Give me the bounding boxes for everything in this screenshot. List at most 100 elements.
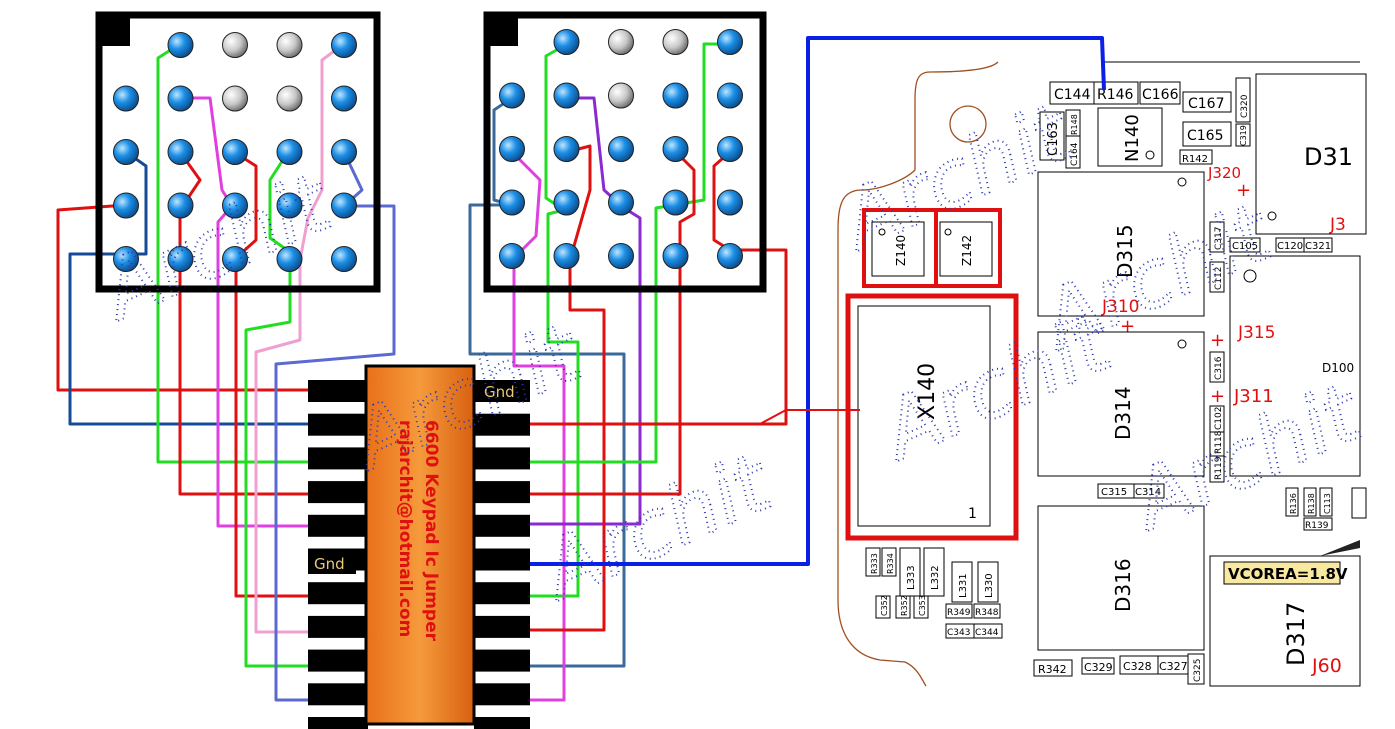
wire-red (233, 150, 316, 598)
component-label: C327 (1159, 660, 1188, 673)
component-label: C113 (1323, 493, 1332, 514)
ic-pin (474, 649, 530, 672)
bga-pad (662, 243, 689, 269)
ic-email: rajarchit@hotmail.com (395, 420, 415, 637)
component-box (923, 547, 945, 597)
component-box (1235, 123, 1251, 147)
component-label: X140 (915, 363, 940, 420)
component-box (1209, 351, 1225, 383)
bga-pad (331, 192, 357, 219)
bga-pad (608, 189, 634, 216)
pcb-layout (837, 61, 999, 687)
component-box (875, 595, 891, 619)
bga-pad (113, 246, 139, 272)
component-box (1229, 255, 1361, 477)
component-box (1139, 81, 1181, 105)
component-label: C321 (1305, 241, 1331, 252)
component-label: D314 (1111, 386, 1135, 440)
ic-pin (474, 683, 530, 706)
component-box (1255, 73, 1367, 235)
ic-pin (308, 717, 368, 729)
ic-pin (474, 582, 530, 605)
component-label: R334 (886, 553, 895, 574)
component-label: C314 (1135, 487, 1161, 498)
component-box (1209, 221, 1225, 253)
component-box (1037, 331, 1205, 477)
ic-pin (308, 615, 368, 638)
ic-pin (474, 481, 530, 504)
component-label: L330 (984, 573, 995, 598)
component-label: 1 (968, 506, 977, 522)
bga-pad (553, 29, 580, 55)
bga-pad (167, 32, 194, 58)
component-box (1182, 121, 1232, 147)
ic-pin (474, 447, 530, 470)
component-label: C112 (1214, 267, 1224, 290)
component-box (1037, 171, 1205, 317)
ic-pin (474, 717, 530, 729)
component-label: C316 (1214, 356, 1224, 380)
component-box (1303, 487, 1317, 517)
component-label: R118 (1214, 430, 1224, 454)
component-label: C120 (1277, 241, 1303, 252)
component-label: C320 (1240, 94, 1250, 118)
bga-pad (662, 189, 689, 216)
keypad-ic-footprint-left (95, 11, 381, 293)
bga-pad (553, 243, 580, 269)
component-label: L332 (930, 565, 941, 590)
bga-pad-unused (608, 82, 634, 109)
bga-pad (222, 246, 248, 272)
component-box (1209, 455, 1225, 483)
component-box (857, 305, 991, 527)
component-box (973, 603, 1001, 619)
watermark-text: Archit (85, 155, 345, 339)
component-label: C353 (918, 595, 927, 616)
bga-pad (113, 139, 139, 165)
component-box (895, 595, 911, 619)
component-label: R146 (1097, 87, 1134, 103)
component-label: Z142 (960, 235, 974, 266)
component-box (913, 595, 929, 619)
component-box (1187, 653, 1205, 685)
bga-pad-unused (222, 85, 248, 112)
component-label: R142 (1182, 154, 1208, 165)
component-box (1037, 505, 1205, 651)
component-label: R352 (900, 595, 909, 616)
component-label: C167 (1188, 96, 1225, 112)
component-box (1182, 91, 1232, 113)
bga-pad-unused (276, 85, 303, 112)
bga-pad (113, 192, 139, 219)
component-box (881, 547, 897, 577)
bga-pad (717, 189, 743, 216)
component-label: J3 (1329, 215, 1346, 235)
bga-pad (222, 139, 248, 165)
component-box (945, 603, 973, 619)
ic-pin (474, 548, 530, 571)
wire-red (530, 150, 696, 496)
component-label: J311 (1233, 386, 1274, 407)
ic-pin (308, 481, 368, 504)
ic-pin (308, 649, 368, 672)
bga-pad-unused (608, 29, 634, 55)
component-label: C344 (975, 628, 999, 638)
ic-pin (308, 683, 368, 706)
svg-text:+: + (1236, 180, 1251, 201)
ic-pin (308, 514, 368, 537)
jumper-wires (56, 36, 1106, 702)
wire-red (530, 409, 860, 425)
component-box (1097, 107, 1163, 167)
bga-pad-unused (662, 29, 689, 55)
wire-green (530, 42, 580, 598)
component-label: C343 (947, 628, 970, 638)
component-label: N140 (1122, 114, 1143, 162)
bga-pad (167, 85, 194, 112)
component-label: C315 (1101, 487, 1127, 498)
component-label: J320 (1207, 164, 1241, 182)
bga-pad (276, 192, 303, 219)
gnd-label-right: Gnd (484, 383, 515, 401)
bga-pad (608, 136, 634, 162)
component-label: C328 (1123, 660, 1152, 673)
bga-pad (167, 246, 194, 272)
bga-pad (113, 85, 139, 112)
